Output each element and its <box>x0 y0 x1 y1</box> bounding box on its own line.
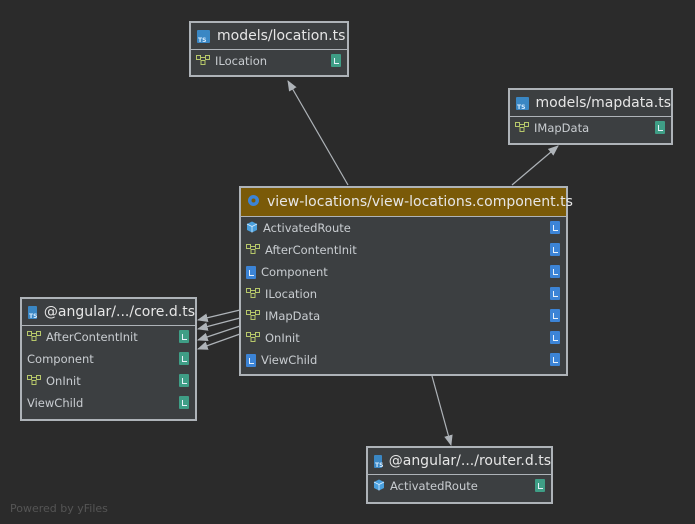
class-cube-icon <box>373 479 385 494</box>
edge-to-location <box>287 80 349 186</box>
navigate-source-icon[interactable] <box>550 331 560 344</box>
member-row[interactable]: ViewChild <box>241 349 566 371</box>
member-row[interactable]: ActivatedRoute <box>368 475 551 497</box>
member-label: Component <box>261 265 328 279</box>
edge-to-core-3 <box>196 325 241 342</box>
node-rows: IMapData <box>510 117 671 139</box>
typescript-file-icon <box>516 96 529 111</box>
member-row[interactable]: ViewChild <box>22 392 195 414</box>
member-row[interactable]: ILocation <box>241 283 566 305</box>
typescript-file-icon <box>197 29 210 44</box>
member-row[interactable]: ActivatedRoute <box>241 217 566 239</box>
member-label: ILocation <box>215 54 268 68</box>
node-rows: ILocation <box>191 50 347 72</box>
typescript-file-icon <box>374 454 383 469</box>
member-row[interactable]: OnInit <box>241 327 566 349</box>
member-label: AfterContentInit <box>265 243 357 257</box>
member-label: ViewChild <box>27 396 84 410</box>
angular-component-icon <box>247 194 260 211</box>
navigate-source-icon[interactable] <box>550 287 560 300</box>
member-label: AfterContentInit <box>46 330 138 344</box>
member-label: ILocation <box>265 287 318 301</box>
member-label: IMapData <box>534 121 590 135</box>
declaration-file-icon[interactable] <box>179 396 189 409</box>
navigate-source-icon[interactable] <box>550 309 560 322</box>
node-title: models/location.ts <box>217 28 346 44</box>
member-row[interactable]: Component <box>22 348 195 370</box>
member-label: ViewChild <box>261 353 318 367</box>
member-label: OnInit <box>46 374 81 388</box>
member-label: OnInit <box>265 331 300 345</box>
member-label: ActivatedRoute <box>263 221 351 235</box>
interface-icon <box>246 331 260 345</box>
interface-icon <box>246 309 260 323</box>
node-title: @angular/.../core.d.ts <box>43 304 195 320</box>
node-title: @angular/.../router.d.ts <box>388 453 551 469</box>
edge-to-core-4 <box>196 333 241 350</box>
powered-by-label: Powered by yFiles <box>10 502 108 515</box>
node-router[interactable]: @angular/.../router.d.ts ActivatedRoute <box>366 446 553 504</box>
interface-icon <box>27 374 41 388</box>
member-row[interactable]: OnInit <box>22 370 195 392</box>
declaration-file-icon[interactable] <box>179 374 189 387</box>
source-file-icon <box>246 353 256 367</box>
declaration-file-icon[interactable] <box>179 330 189 343</box>
member-row[interactable]: IMapData <box>241 305 566 327</box>
navigate-source-icon[interactable] <box>550 353 560 366</box>
navigate-source-icon[interactable] <box>550 243 560 256</box>
interface-icon <box>196 54 210 68</box>
node-header: @angular/.../core.d.ts <box>22 299 195 326</box>
node-rows: ActivatedRoute <box>368 475 551 497</box>
node-mapdata[interactable]: models/mapdata.ts IMapData <box>508 88 673 145</box>
node-header: @angular/.../router.d.ts <box>368 448 551 475</box>
node-core[interactable]: @angular/.../core.d.ts AfterContentInitC… <box>20 297 197 421</box>
member-label: IMapData <box>265 309 321 323</box>
member-row[interactable]: Component <box>241 261 566 283</box>
member-label: Component <box>27 352 94 366</box>
class-cube-icon <box>246 221 258 236</box>
edge-to-core-2 <box>196 317 241 331</box>
source-file-icon <box>246 265 256 279</box>
edge-to-router <box>431 375 453 447</box>
navigate-source-icon[interactable] <box>550 265 560 278</box>
member-row[interactable]: IMapData <box>510 117 671 139</box>
declaration-file-icon[interactable] <box>655 121 665 134</box>
node-component[interactable]: view-locations/view-locations.component.… <box>239 186 573 376</box>
member-row[interactable]: ILocation <box>191 50 347 72</box>
declaration-file-icon[interactable] <box>535 479 545 492</box>
typescript-file-icon <box>28 305 37 320</box>
node-location[interactable]: models/location.ts ILocation <box>189 21 349 77</box>
edge-to-mapdata <box>511 145 559 186</box>
node-header: view-locations/view-locations.component.… <box>241 188 573 217</box>
edge-to-core-1 <box>196 309 241 322</box>
declaration-file-icon[interactable] <box>331 54 341 67</box>
interface-icon <box>515 121 529 135</box>
interface-icon <box>27 330 41 344</box>
node-title: models/mapdata.ts <box>535 95 671 111</box>
node-title: view-locations/view-locations.component.… <box>267 194 573 210</box>
node-header: models/mapdata.ts <box>510 90 671 117</box>
interface-icon <box>246 243 260 257</box>
navigate-source-icon[interactable] <box>550 221 560 234</box>
member-row[interactable]: AfterContentInit <box>241 239 566 261</box>
interface-icon <box>246 287 260 301</box>
member-row[interactable]: AfterContentInit <box>22 326 195 348</box>
member-label: ActivatedRoute <box>390 479 478 493</box>
declaration-file-icon[interactable] <box>179 352 189 365</box>
node-header: models/location.ts <box>191 23 347 50</box>
